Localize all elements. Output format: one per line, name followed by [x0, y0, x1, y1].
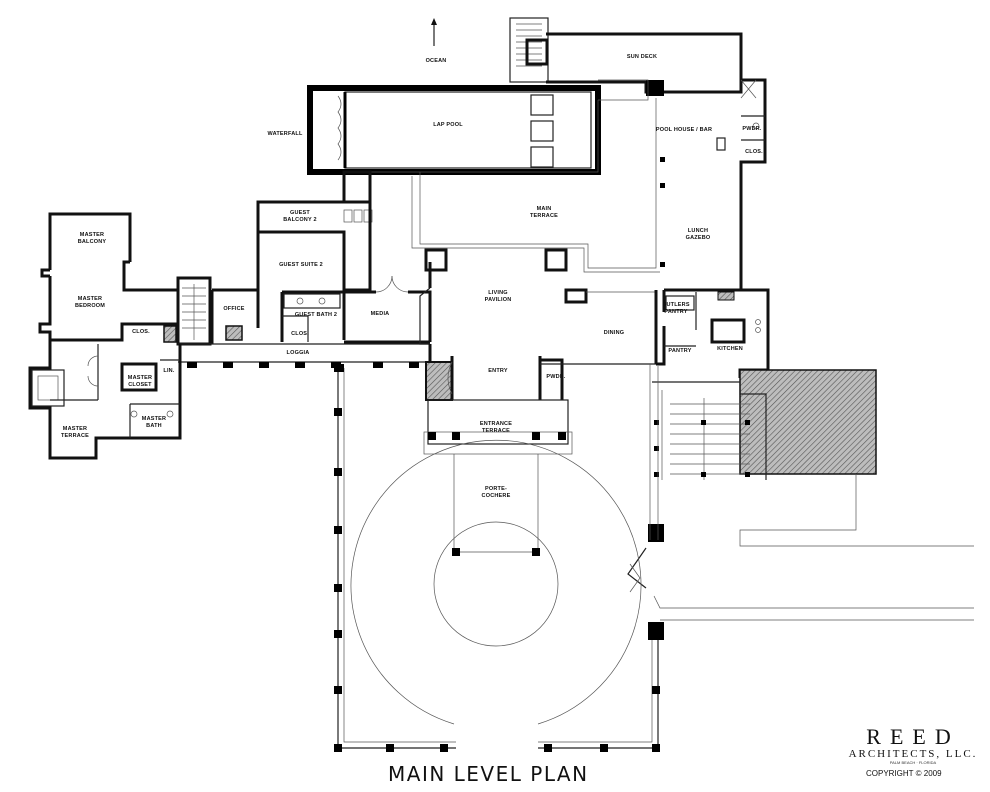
- label-guest-balcony-2: BALCONY 2: [283, 217, 316, 223]
- label-sun-deck: SUN DECK: [627, 54, 657, 60]
- north-label: OCEAN: [426, 58, 447, 64]
- label-master-bath-1: MASTER: [142, 416, 166, 422]
- label-master-bath-2: BATH: [146, 423, 162, 429]
- label-lunch-gazebo-2: GAZEBO: [686, 235, 711, 241]
- label-main-terrace-1: MAIN: [537, 206, 552, 212]
- label-butlers-1: BUTLERS: [662, 302, 690, 308]
- label-media: MEDIA: [371, 311, 390, 317]
- firm-logo: REED ARCHITECTS, LLC. PALM BEACH · FLORI…: [848, 724, 978, 766]
- label-master-terrace-1: MASTER: [63, 426, 87, 432]
- label-pool-house: POOL HOUSE / BAR: [656, 127, 712, 133]
- label-master-terrace-2: TERRACE: [61, 433, 89, 439]
- firm-subtitle: ARCHITECTS, LLC.: [848, 748, 978, 760]
- office: [210, 288, 258, 344]
- label-dining: DINING: [604, 330, 624, 336]
- label-guest-bath: GUEST BATH 2: [295, 312, 337, 318]
- label-porte-cochere-1: PORTE-: [485, 486, 507, 492]
- dining: [540, 290, 658, 400]
- label-guest-clos: CLOS.: [291, 331, 309, 337]
- label-waterfall: WATERFALL: [268, 131, 303, 137]
- label-entry: ENTRY: [488, 368, 508, 374]
- pool-house: [716, 78, 767, 290]
- living-pavilion: [419, 248, 588, 401]
- firm-address: PALM BEACH · FLORIDA: [889, 760, 937, 765]
- label-guest-suite: GUEST SUITE 2: [279, 262, 323, 268]
- label-entrance-terrace-2: TERRACE: [482, 428, 510, 434]
- stair-sun-deck: [509, 17, 549, 83]
- hatched-service-area: [739, 369, 877, 475]
- label-linen: LIN.: [163, 368, 174, 374]
- label-pool-house-clos: CLOS.: [745, 149, 763, 155]
- label-pool-house-pwdr: PWDR.: [742, 126, 762, 132]
- sun-deck: [546, 32, 743, 96]
- label-loggia: LOGGIA: [287, 350, 310, 356]
- driveway: [627, 474, 974, 640]
- copyright-notice: COPYRIGHT © 2009: [866, 769, 942, 778]
- label-master-closet-2: CLOSET: [128, 382, 152, 388]
- north-arrow-icon: [431, 18, 437, 46]
- master-wing: [28, 212, 182, 460]
- label-lunch-gazebo-1: LUNCH: [688, 228, 708, 234]
- label-porte-cochere-2: COCHERE: [482, 493, 511, 499]
- label-entrance-terrace-1: ENTRANCE: [480, 421, 512, 427]
- label-living-2: PAVILION: [485, 297, 512, 303]
- pergola: [652, 381, 767, 480]
- label-master-balcony-2: BALCONY: [78, 239, 107, 245]
- label-entry-pwdr: PWDR.: [546, 374, 566, 380]
- label-kitchen: KITCHEN: [717, 346, 743, 352]
- entrance-terrace: [423, 399, 573, 455]
- label-butlers-2: PANTRY: [664, 309, 687, 315]
- guest-wing: [256, 200, 372, 342]
- porte-cochere: [350, 439, 642, 725]
- lap-pool: [307, 85, 601, 175]
- firm-name: REED: [866, 724, 960, 749]
- label-lap-pool: LAP POOL: [433, 122, 463, 128]
- label-living-1: LIVING: [488, 290, 508, 296]
- label-master-bedroom-2: BEDROOM: [75, 303, 105, 309]
- label-master-balcony-1: MASTER: [80, 232, 104, 238]
- label-pantry: PANTRY: [668, 348, 691, 354]
- label-guest-balcony-1: GUEST: [290, 210, 310, 216]
- motor-court: [334, 364, 660, 752]
- label-main-terrace-2: TERRACE: [530, 213, 558, 219]
- stair-master: [176, 276, 212, 346]
- label-master-closet-1: MASTER: [128, 375, 152, 381]
- label-office: OFFICE: [223, 306, 244, 312]
- label-master-clos: CLOS.: [132, 329, 150, 335]
- media-room: [344, 275, 432, 344]
- room-labels: OCEAN SUN DECK LAP POOL WATERFALL POOL H…: [61, 54, 763, 499]
- label-master-bedroom-1: MASTER: [78, 296, 102, 302]
- drawing-title: MAIN LEVEL PLAN: [388, 762, 589, 786]
- loggia: [178, 343, 430, 368]
